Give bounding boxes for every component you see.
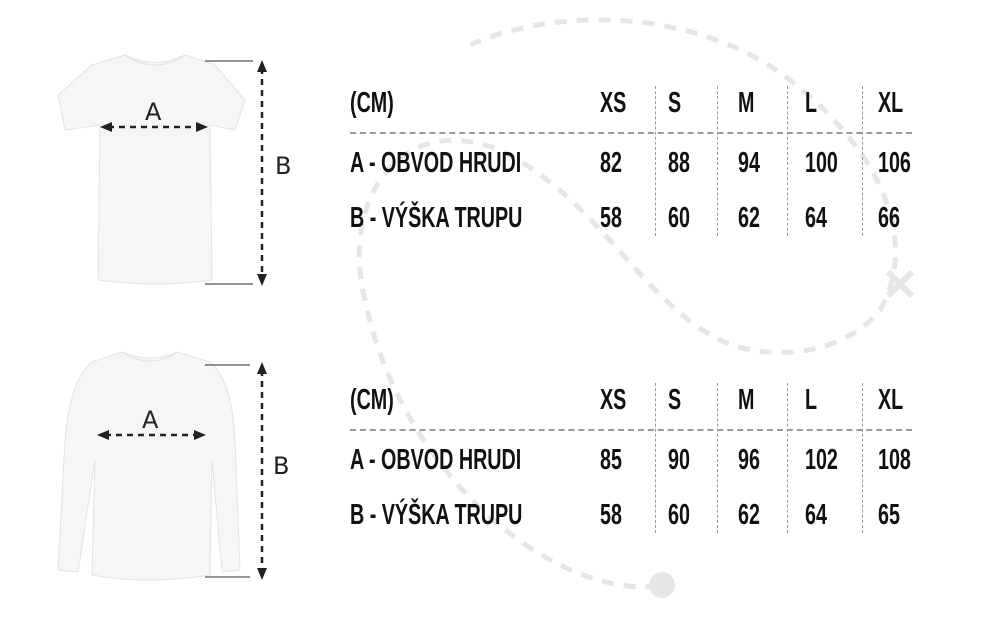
decorative-dot [649,572,675,598]
table-cell: 62 [738,499,760,531]
table-cell: 64 [805,499,827,531]
size-header: M [738,384,755,416]
size-header: XS [600,87,627,119]
table-cell: 66 [878,202,900,234]
table-cell: 100 [805,147,838,179]
column-divider [862,86,863,236]
table-cell: 64 [805,202,827,234]
column-divider [787,383,788,533]
table-cell: 90 [668,444,690,476]
unit-header: (CM) [350,87,394,119]
row-label: A - OBVOD HRUDI [350,147,522,179]
sweatshirt-diagram: A B [0,340,320,620]
table-cell: 94 [738,147,760,179]
table-cell: 82 [600,147,622,179]
size-table-tshirt: (CM) XS S M L XL A - OBVOD HRUDI 82 88 94 100 106 B … [348,82,928,252]
size-header: L [805,87,818,119]
table-cell: 88 [668,147,690,179]
size-header: M [738,87,755,119]
table-cell: 65 [878,499,900,531]
label-b: B [273,452,290,480]
header-divider [350,132,912,134]
column-divider [717,86,718,236]
size-table-sweatshirt: (CM) XS S M L XL A - OBVOD HRUDI 85 90 96 102 108 B … [348,379,928,549]
table-cell: 60 [668,202,690,234]
decorative-x-icon [885,269,915,299]
column-divider [787,86,788,236]
column-divider [655,86,656,236]
size-header: XL [878,384,904,416]
tshirt-diagram: A B [0,30,320,310]
table-cell: 58 [600,499,622,531]
table-cell: 60 [668,499,690,531]
table-cell: 108 [878,444,911,476]
table-cell: 102 [805,444,838,476]
size-header: S [668,87,682,119]
size-header: L [805,384,818,416]
header-divider [350,429,912,431]
size-header: XL [878,87,904,119]
size-header: S [668,384,682,416]
row-label: B - VÝŠKA TRUPU [350,202,523,234]
sweatshirt-icon [57,351,267,581]
column-divider [862,383,863,533]
tshirt-icon [57,54,267,286]
column-divider [655,383,656,533]
unit-header: (CM) [350,384,394,416]
table-cell: 62 [738,202,760,234]
label-b: B [275,152,292,180]
row-label: A - OBVOD HRUDI [350,444,522,476]
table-cell: 106 [878,147,911,179]
label-a: A [145,98,162,126]
table-cell: 58 [600,202,622,234]
label-a: A [142,406,159,434]
size-header: XS [600,384,627,416]
table-cell: 85 [600,444,622,476]
row-label: B - VÝŠKA TRUPU [350,499,523,531]
table-cell: 96 [738,444,760,476]
column-divider [717,383,718,533]
